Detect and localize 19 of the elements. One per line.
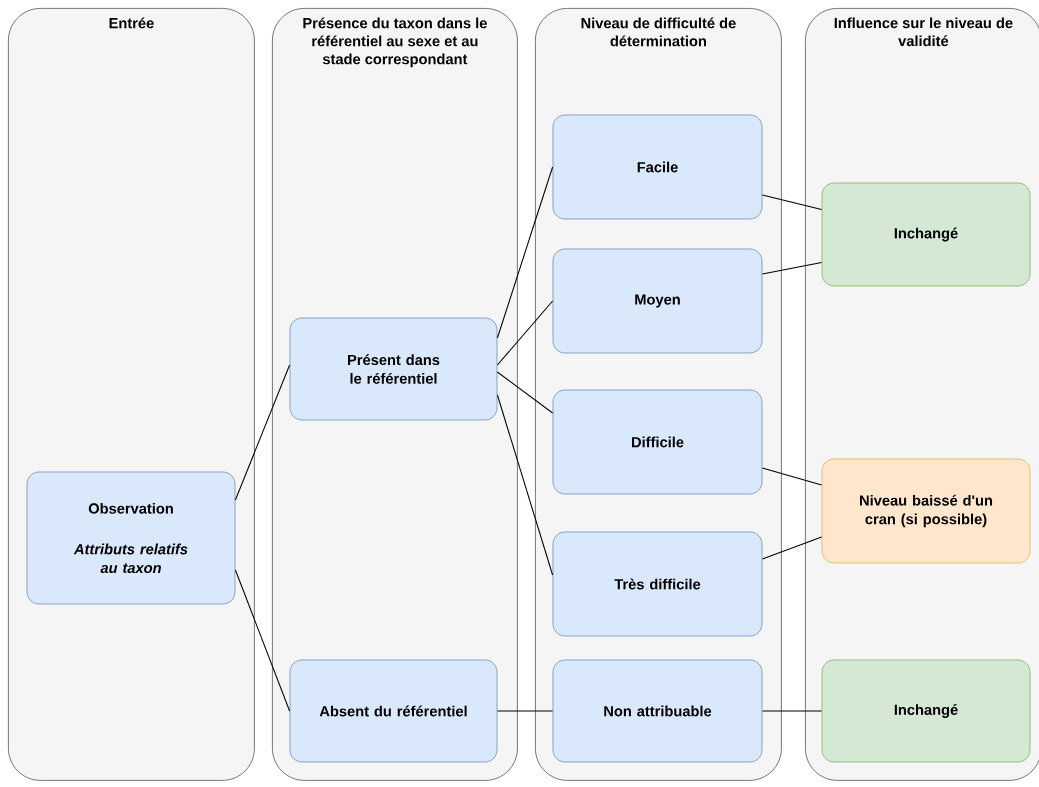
- result-box: Inchangé: [821, 659, 1031, 763]
- connector: [496, 371, 554, 414]
- process-box: Moyen: [552, 248, 763, 354]
- process-box: Absent du référentiel: [289, 659, 498, 763]
- process-box: Facile: [552, 114, 763, 220]
- connector: [496, 300, 554, 366]
- connector: [761, 467, 823, 486]
- connector: [496, 710, 554, 712]
- process-box: Difficile: [552, 389, 763, 495]
- result-box: Niveau baissé d'un cran (si possible): [821, 458, 1031, 564]
- result-box: Inchangé: [821, 182, 1031, 287]
- process-box: Présent dans le référentiel: [289, 317, 498, 421]
- connector: [761, 710, 823, 712]
- process-box: Observation Attributs relatifs au taxon: [26, 471, 236, 605]
- connector: [761, 536, 823, 560]
- process-box: Non attribuable: [552, 659, 763, 763]
- process-box: Très difficile: [552, 531, 763, 637]
- connector: [761, 194, 823, 211]
- connector: [761, 261, 823, 275]
